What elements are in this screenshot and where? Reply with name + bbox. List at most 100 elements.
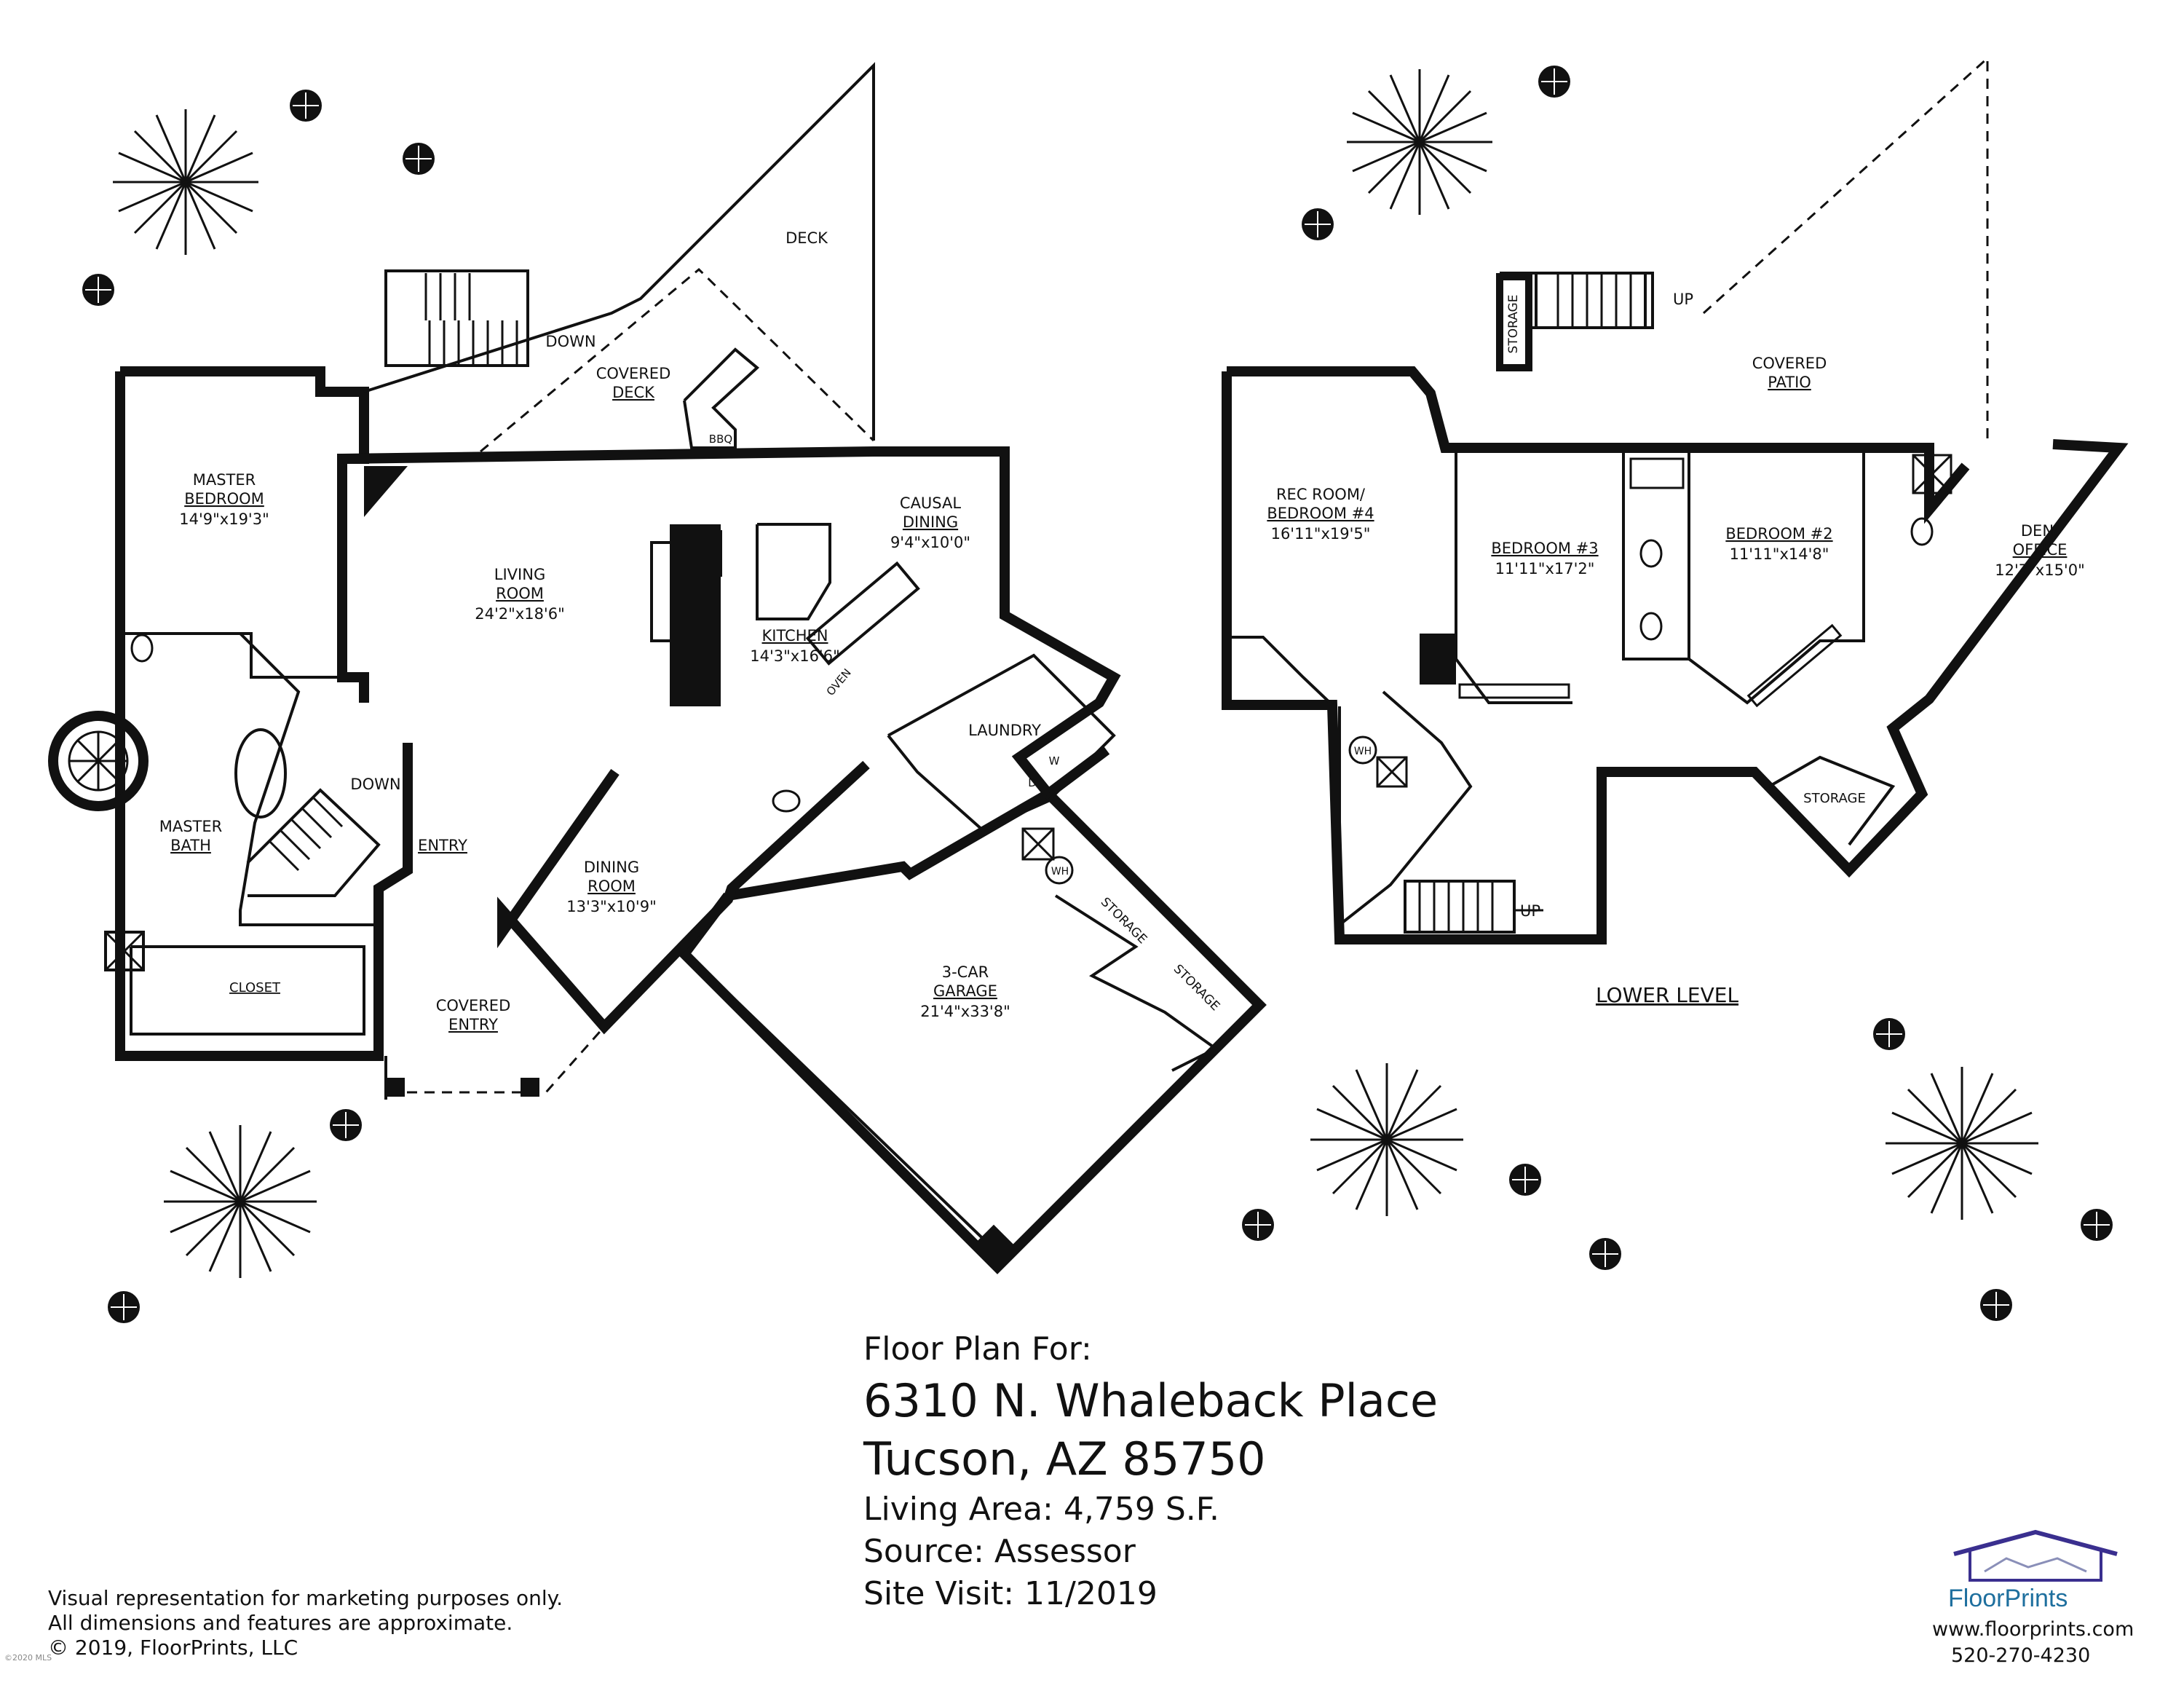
label-bedroom3-1: BEDROOM #3: [1491, 540, 1598, 557]
rec-room-inner: [1230, 636, 1334, 706]
label-covered-entry-2: ENTRY: [448, 1016, 498, 1033]
label-down-2: DOWN: [350, 776, 400, 793]
label-master-bedroom-2: BEDROOM: [184, 490, 264, 508]
label-causal-dining-1: CAUSAL: [900, 494, 961, 512]
company-website[interactable]: www.floorprints.com: [1932, 1618, 2134, 1641]
label-storage-top: STORAGE: [1506, 295, 1521, 354]
bedroom2-closet: [1746, 623, 1843, 708]
shrub-icon: [290, 90, 322, 122]
bedroom-bath-tub: [1629, 457, 1685, 489]
lower-outer-wall: [1222, 371, 2129, 944]
master-wing-wall: [115, 371, 384, 1061]
label-dining-room-3: 13'3"x10'9": [566, 898, 656, 915]
property-info: Floor Plan For: 6310 N. Whaleback Place …: [863, 1327, 1438, 1615]
company-phone: 520-270-4230: [1951, 1644, 2091, 1667]
master-bath-partition: [239, 632, 379, 926]
label-rec-room-2: BEDROOM #4: [1267, 505, 1374, 522]
label-entry: ENTRY: [418, 837, 467, 854]
garage-storage-walls: [1054, 894, 1219, 1072]
label-dining-room-1: DINING: [584, 859, 639, 876]
master-bath-stairs: [246, 788, 381, 897]
label-living-room-1: LIVING: [494, 566, 545, 583]
label-covered-patio-2: PATIO: [1768, 374, 1811, 391]
label-living-room-3: 24'2"x18'6": [475, 605, 564, 623]
label-causal-dining-3: 9'4"x10'0": [890, 534, 970, 551]
label-causal-dining-2: DINING: [903, 513, 958, 531]
label-garage-2: GARAGE: [933, 982, 997, 1000]
lower-hvac: [1376, 756, 1408, 788]
water-heater-lower: [1348, 735, 1377, 765]
shrub-icon: [1980, 1289, 2012, 1321]
fireplace: [364, 466, 408, 517]
shrub-icon: [108, 1291, 140, 1323]
label-bbq: BBQ: [709, 433, 732, 446]
shower: [104, 931, 145, 971]
upper-deck-stairs: [384, 269, 529, 367]
label-rec-room-1: REC ROOM/: [1276, 486, 1366, 503]
label-closet: CLOSET: [229, 980, 281, 995]
water-heater-upper: [1045, 856, 1074, 885]
lower-north-wall: [1227, 366, 1970, 524]
kitchen-island: [756, 523, 831, 620]
label-lower-level: LOWER LEVEL: [1596, 983, 1739, 1007]
label-bedroom2-2: 11'11"x14'8": [1730, 545, 1829, 563]
lower-sink-2: [1639, 612, 1663, 641]
bedroom3-bath-partition: [1622, 451, 1690, 660]
label-deck: DECK: [786, 229, 828, 247]
shrub-icon: [1538, 66, 1570, 98]
label-bedroom3-2: 11'11"x17'2": [1495, 560, 1595, 577]
closet-outline: [130, 945, 365, 1036]
garage-hvac: [1021, 827, 1055, 861]
address-line-2: Tucson, AZ 85750: [863, 1432, 1266, 1486]
label-kitchen-2: 14'3"x16'6": [750, 647, 839, 665]
label-master-bedroom-3: 14'9"x19'3": [179, 510, 269, 528]
disclaimer-line-1: Visual representation for marketing purp…: [48, 1586, 563, 1610]
living-south-wall: [497, 760, 870, 1035]
label-master-bath-1: MASTER: [159, 818, 223, 835]
company-logo: FloorPrints www.floorprints.com 520-270-…: [1922, 1529, 2140, 1675]
site-visit: Site Visit: 11/2019: [863, 1575, 1158, 1612]
upper-outer-wall: [120, 366, 369, 703]
label-bedroom2-1: BEDROOM #2: [1725, 525, 1832, 543]
lower-column: [1420, 634, 1456, 685]
storage-closet-top: [1496, 273, 1532, 371]
lower-stairs: [1404, 880, 1543, 934]
main-north-wall: [341, 446, 1121, 901]
label-wh-1: WH: [1051, 866, 1069, 877]
shrub-icon: [1302, 208, 1334, 240]
lower-shower: [1912, 454, 1952, 494]
shrub-icon: [1509, 1164, 1541, 1196]
lower-hall: [1338, 690, 1473, 928]
deck-dash-1: [480, 267, 875, 453]
label-den-3: 12'7"x15'0": [1995, 561, 2084, 579]
entry-column-1: [386, 1078, 405, 1097]
label-covered-entry-1: COVERED: [436, 997, 511, 1014]
label-den-1: DEN/: [2021, 522, 2060, 540]
label-storage-low: STORAGE: [1803, 791, 1866, 806]
upper-level: DECK COVERED DECK DOWN MASTER BEDROOM 14…: [48, 62, 1267, 1274]
toilet-powder: [772, 789, 801, 813]
lower-toilet: [1910, 517, 1934, 546]
living-area: Living Area: 4,759 S.F.: [863, 1491, 1219, 1528]
label-down-1: DOWN: [545, 333, 596, 350]
shrub-icon: [1242, 1209, 1274, 1241]
label-dining-room-2: ROOM: [587, 877, 636, 895]
address-line-1: 6310 N. Whaleback Place: [863, 1374, 1439, 1427]
covered-entry-dash: [389, 1026, 606, 1094]
label-w: W: [1049, 754, 1060, 768]
company-name: FloorPrints: [1948, 1585, 2068, 1612]
label-up-1: UP: [1673, 291, 1693, 308]
patio-stairs: [1535, 272, 1647, 329]
rec-bedroom3-partition: [1455, 448, 1572, 704]
label-d: D: [1028, 776, 1037, 789]
spiral-stair: [48, 711, 149, 811]
tree-icon: [1347, 69, 1492, 215]
shrub-icon: [330, 1109, 362, 1141]
bedroom3-closet: [1458, 683, 1570, 699]
label-wh-2: WH: [1354, 746, 1372, 757]
bbq-counter: [683, 347, 760, 449]
toilet-master: [130, 634, 154, 663]
covered-patio-dash: [1702, 55, 1989, 444]
